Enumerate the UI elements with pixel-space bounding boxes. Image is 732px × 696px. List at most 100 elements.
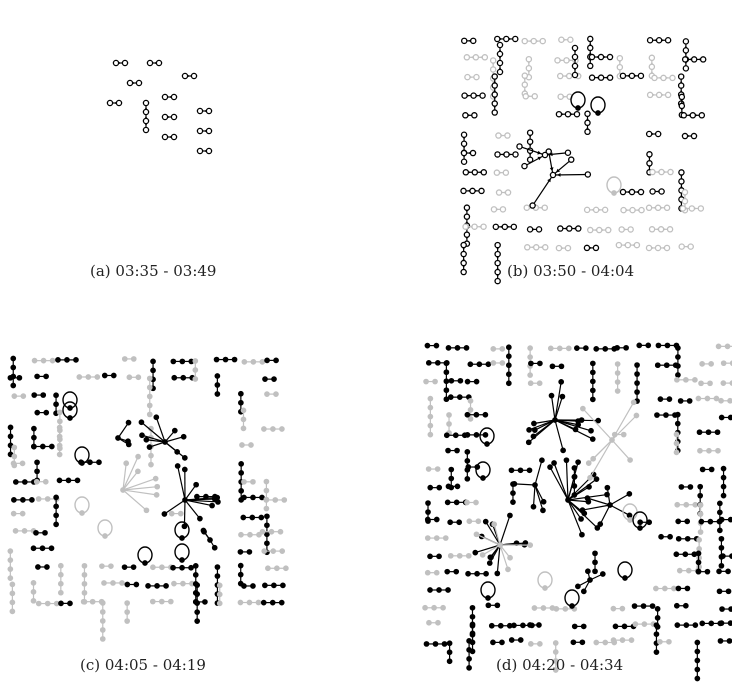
node xyxy=(634,362,640,368)
node xyxy=(435,619,441,626)
node xyxy=(533,244,540,251)
node xyxy=(587,44,594,52)
node xyxy=(539,37,546,45)
node xyxy=(446,658,453,665)
node xyxy=(170,564,176,571)
node xyxy=(541,151,549,159)
node xyxy=(584,128,591,136)
node xyxy=(469,149,477,157)
node xyxy=(146,444,153,450)
node xyxy=(699,620,706,627)
node xyxy=(720,360,727,367)
node xyxy=(685,567,692,574)
node xyxy=(473,531,480,538)
node xyxy=(126,374,133,381)
node xyxy=(718,620,725,626)
node xyxy=(171,580,177,587)
node xyxy=(589,436,596,442)
edge xyxy=(122,489,147,511)
node xyxy=(559,393,566,400)
node xyxy=(480,169,488,176)
node xyxy=(542,585,548,591)
node xyxy=(588,53,596,61)
node xyxy=(448,475,455,482)
node xyxy=(697,492,704,499)
node xyxy=(536,380,543,387)
node xyxy=(536,641,543,647)
node xyxy=(33,478,40,485)
node xyxy=(425,509,431,515)
node xyxy=(501,223,509,231)
edge xyxy=(141,434,166,443)
node xyxy=(681,188,689,196)
edge xyxy=(496,544,501,574)
node xyxy=(473,411,480,418)
node xyxy=(586,484,592,490)
node xyxy=(268,528,275,535)
node xyxy=(161,113,169,121)
node xyxy=(707,518,714,525)
node xyxy=(588,74,596,81)
edge xyxy=(164,441,186,459)
node xyxy=(121,356,128,362)
edge xyxy=(609,504,630,516)
node xyxy=(657,396,664,402)
node xyxy=(491,100,498,107)
node xyxy=(583,206,591,214)
node xyxy=(575,459,581,466)
node xyxy=(494,277,501,285)
node xyxy=(675,535,682,542)
node xyxy=(727,397,732,404)
node xyxy=(146,393,153,400)
node xyxy=(246,599,253,606)
node xyxy=(466,646,472,653)
node xyxy=(53,392,59,399)
node xyxy=(649,168,656,176)
node xyxy=(583,345,589,351)
node xyxy=(57,571,64,578)
node xyxy=(611,190,617,196)
node xyxy=(241,358,248,365)
node xyxy=(596,226,603,234)
node xyxy=(537,360,543,367)
node xyxy=(112,59,120,67)
node xyxy=(496,50,504,58)
node xyxy=(194,609,201,615)
node xyxy=(87,459,93,466)
node xyxy=(67,415,73,421)
node xyxy=(255,599,262,606)
node xyxy=(135,468,141,475)
node xyxy=(150,367,156,374)
node xyxy=(567,36,574,44)
node xyxy=(619,188,627,196)
edge-arrow xyxy=(537,150,542,155)
node xyxy=(683,376,689,383)
node xyxy=(569,603,575,609)
node xyxy=(646,91,654,99)
node xyxy=(482,518,489,525)
node xyxy=(121,59,129,67)
node xyxy=(432,641,439,647)
node xyxy=(466,664,472,671)
node xyxy=(682,551,689,558)
edge xyxy=(533,419,556,425)
edge xyxy=(184,484,197,501)
node xyxy=(547,345,554,352)
panel-d xyxy=(422,342,732,682)
node xyxy=(479,552,486,558)
node xyxy=(725,588,732,595)
node xyxy=(530,503,537,510)
node xyxy=(607,502,613,508)
node xyxy=(214,494,221,501)
node xyxy=(583,244,591,252)
node xyxy=(663,412,669,418)
node xyxy=(482,411,489,418)
node xyxy=(448,466,455,473)
node xyxy=(158,598,165,605)
node xyxy=(12,479,19,485)
node xyxy=(135,453,141,460)
node xyxy=(604,484,611,491)
node xyxy=(638,206,645,214)
node xyxy=(593,476,600,483)
node xyxy=(460,131,468,138)
